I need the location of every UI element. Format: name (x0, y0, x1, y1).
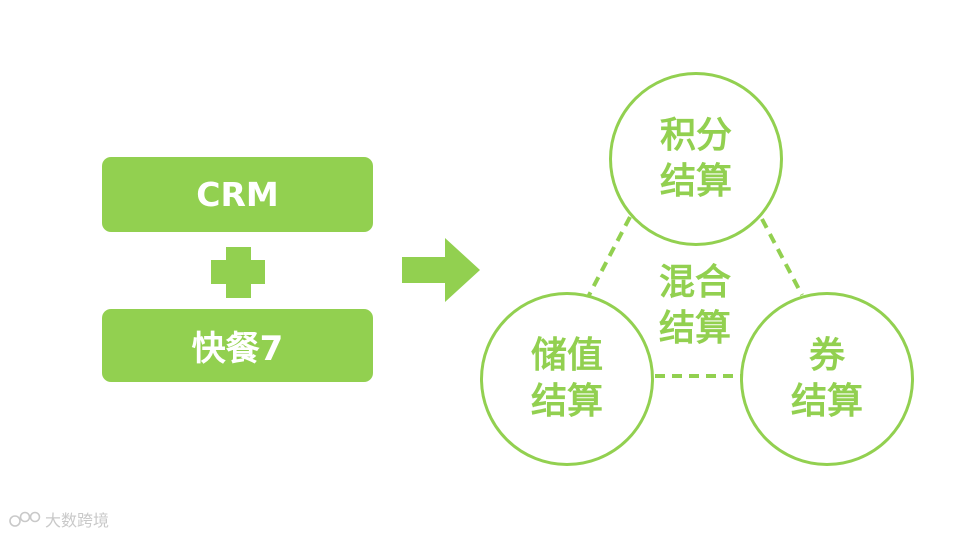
circle-label-line: 结算 (790, 381, 863, 422)
circle-label-line: 券 (808, 335, 845, 376)
crm-label: CRM (196, 175, 279, 214)
mixed-settlement-label: 混合 结算 (640, 260, 750, 352)
circle-label-line: 结算 (659, 161, 732, 202)
circle-label-line: 结算 (530, 381, 603, 422)
circle-label-line: 储值 (530, 335, 603, 376)
stored-value-settlement-circle: 储值 结算 (480, 292, 654, 466)
coupon-settlement-circle: 券 结算 (740, 292, 914, 466)
fast-food-label: 快餐7 (191, 329, 284, 369)
watermark-logo-icon (9, 511, 41, 527)
watermark: 大数跨境 (8, 507, 109, 531)
watermark-text: 大数跨境 (45, 511, 110, 530)
center-label-line: 结算 (658, 308, 731, 349)
center-label-line: 混合 (658, 262, 731, 303)
right-arrow-icon (402, 238, 480, 302)
circle-label-line: 积分 (659, 115, 732, 156)
plus-icon-bar (211, 260, 265, 284)
fast-food-box: 快餐7 (102, 309, 373, 382)
crm-box: CRM (102, 157, 373, 232)
points-settlement-circle: 积分 结算 (609, 72, 783, 246)
